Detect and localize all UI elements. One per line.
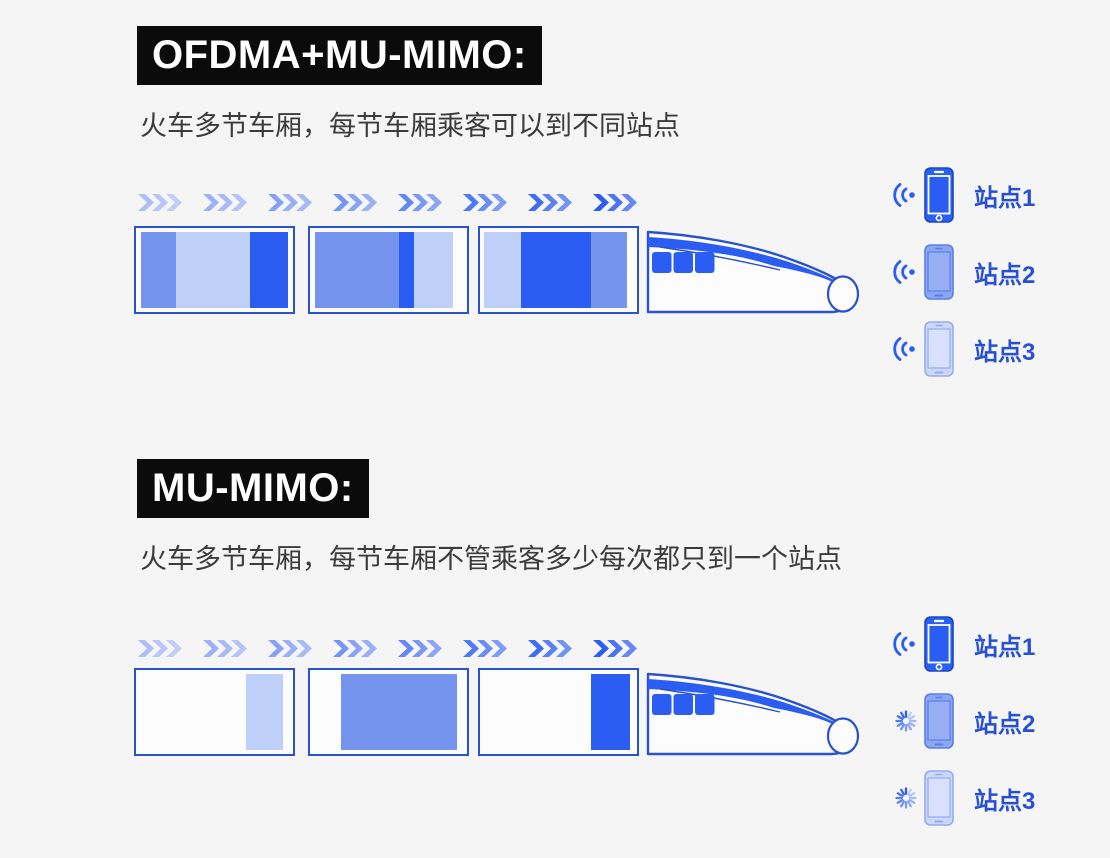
chevron-group-icon	[593, 640, 637, 657]
phone-icon	[924, 167, 954, 223]
chevron-group-icon	[463, 194, 507, 211]
passenger-block	[250, 232, 288, 308]
wifi-signal-icon	[893, 183, 915, 207]
train-nose	[826, 717, 860, 755]
passenger-block	[175, 232, 251, 308]
station-label: 站点1	[974, 184, 1036, 212]
section-ofdma-mu-mimo: OFDMA+MU-MIMO: 火车多节车厢，每节车厢乘客可以到不同站点	[134, 26, 1035, 377]
chevron-group-icon	[138, 640, 182, 657]
chevron-group-icon	[203, 640, 247, 657]
chevron-group-icon	[268, 194, 312, 211]
carriage-seats	[140, 232, 289, 308]
chevron-group-icon	[333, 194, 377, 211]
chevron-group-icon	[528, 640, 572, 657]
phone-icon	[924, 321, 954, 377]
passenger-block	[484, 232, 522, 308]
passenger-block	[521, 232, 592, 308]
train-carriage	[308, 668, 469, 756]
train-carriage	[478, 226, 639, 314]
section-description: 火车多节车厢，每节车厢不管乘客多少每次都只到一个站点	[140, 544, 842, 574]
chevron-group-icon	[333, 640, 377, 657]
passenger-block	[591, 674, 630, 750]
station-row: 站点2	[893, 693, 1035, 749]
station-row: 站点1	[893, 616, 1035, 672]
section-mu-mimo: MU-MIMO: 火车多节车厢，每节车厢不管乘客多少每次都只到一个站点	[0, 433, 1110, 858]
station-label: 站点2	[974, 261, 1036, 289]
chevron-group-icon	[463, 640, 507, 657]
passenger-block	[245, 674, 284, 750]
chevron-group-icon	[203, 194, 247, 211]
train-carriage	[478, 668, 639, 756]
station-label: 站点1	[974, 633, 1036, 661]
passenger-block	[398, 232, 414, 308]
phone-icon	[924, 244, 954, 300]
train-roof-stripe	[648, 237, 849, 293]
chevron-group-icon	[268, 640, 312, 657]
passenger-block	[413, 232, 453, 308]
station-row: 站点3	[893, 770, 1035, 826]
station-label: 站点2	[974, 710, 1036, 738]
station-label: 站点3	[974, 787, 1036, 815]
station-label: 站点3	[974, 338, 1036, 366]
chevron-group-icon	[138, 194, 182, 211]
wifi-signal-icon	[893, 260, 915, 284]
wifi-signal-icon	[893, 632, 915, 656]
chevron-row	[138, 194, 639, 211]
station-row: 站点2	[893, 244, 1035, 300]
passenger-block	[591, 232, 628, 308]
section-title: MU-MIMO:	[152, 466, 354, 510]
loading-spinner-icon	[895, 787, 917, 809]
windshield-line	[659, 246, 781, 271]
section-title-bar: MU-MIMO:	[137, 459, 369, 518]
train-nose	[826, 275, 860, 313]
section-title: OFDMA+MU-MIMO:	[152, 33, 527, 77]
carriage-seats	[140, 674, 289, 750]
passenger-block	[141, 232, 176, 308]
stations: 站点1 站点2 站点3	[893, 616, 1035, 826]
carriage-seats	[484, 232, 633, 308]
windshield-line	[659, 688, 781, 713]
train-windows	[652, 694, 715, 715]
station-row: 站点3	[893, 321, 1035, 377]
train	[134, 226, 864, 314]
wifi-signal-icon	[893, 337, 915, 361]
chevron-group-icon	[528, 194, 572, 211]
carriage-seats	[314, 232, 463, 308]
phone-icon	[924, 616, 954, 672]
section-description: 火车多节车厢，每节车厢乘客可以到不同站点	[140, 111, 680, 141]
section-title-bar: OFDMA+MU-MIMO:	[137, 26, 542, 85]
loading-spinner-icon	[895, 710, 917, 732]
passenger-block	[340, 674, 458, 750]
phone-icon	[924, 770, 954, 826]
train-head-icon	[646, 230, 860, 314]
station-row: 站点1	[893, 167, 1035, 223]
chevron-group-icon	[398, 194, 442, 211]
carriage-seats	[484, 674, 633, 750]
train	[134, 668, 864, 756]
chevron-row	[138, 640, 639, 657]
train-carriage	[308, 226, 469, 314]
train-head-icon	[646, 672, 860, 756]
chevron-group-icon	[398, 640, 442, 657]
train-carriage	[134, 668, 295, 756]
chevron-group-icon	[593, 194, 637, 211]
passenger-block	[315, 232, 399, 308]
carriage-seats	[314, 674, 463, 750]
train-windows	[652, 252, 715, 273]
train-roof-stripe	[648, 679, 849, 735]
train-carriage	[134, 226, 295, 314]
stations: 站点1 站点2 站点3	[893, 167, 1035, 377]
phone-icon	[924, 693, 954, 749]
